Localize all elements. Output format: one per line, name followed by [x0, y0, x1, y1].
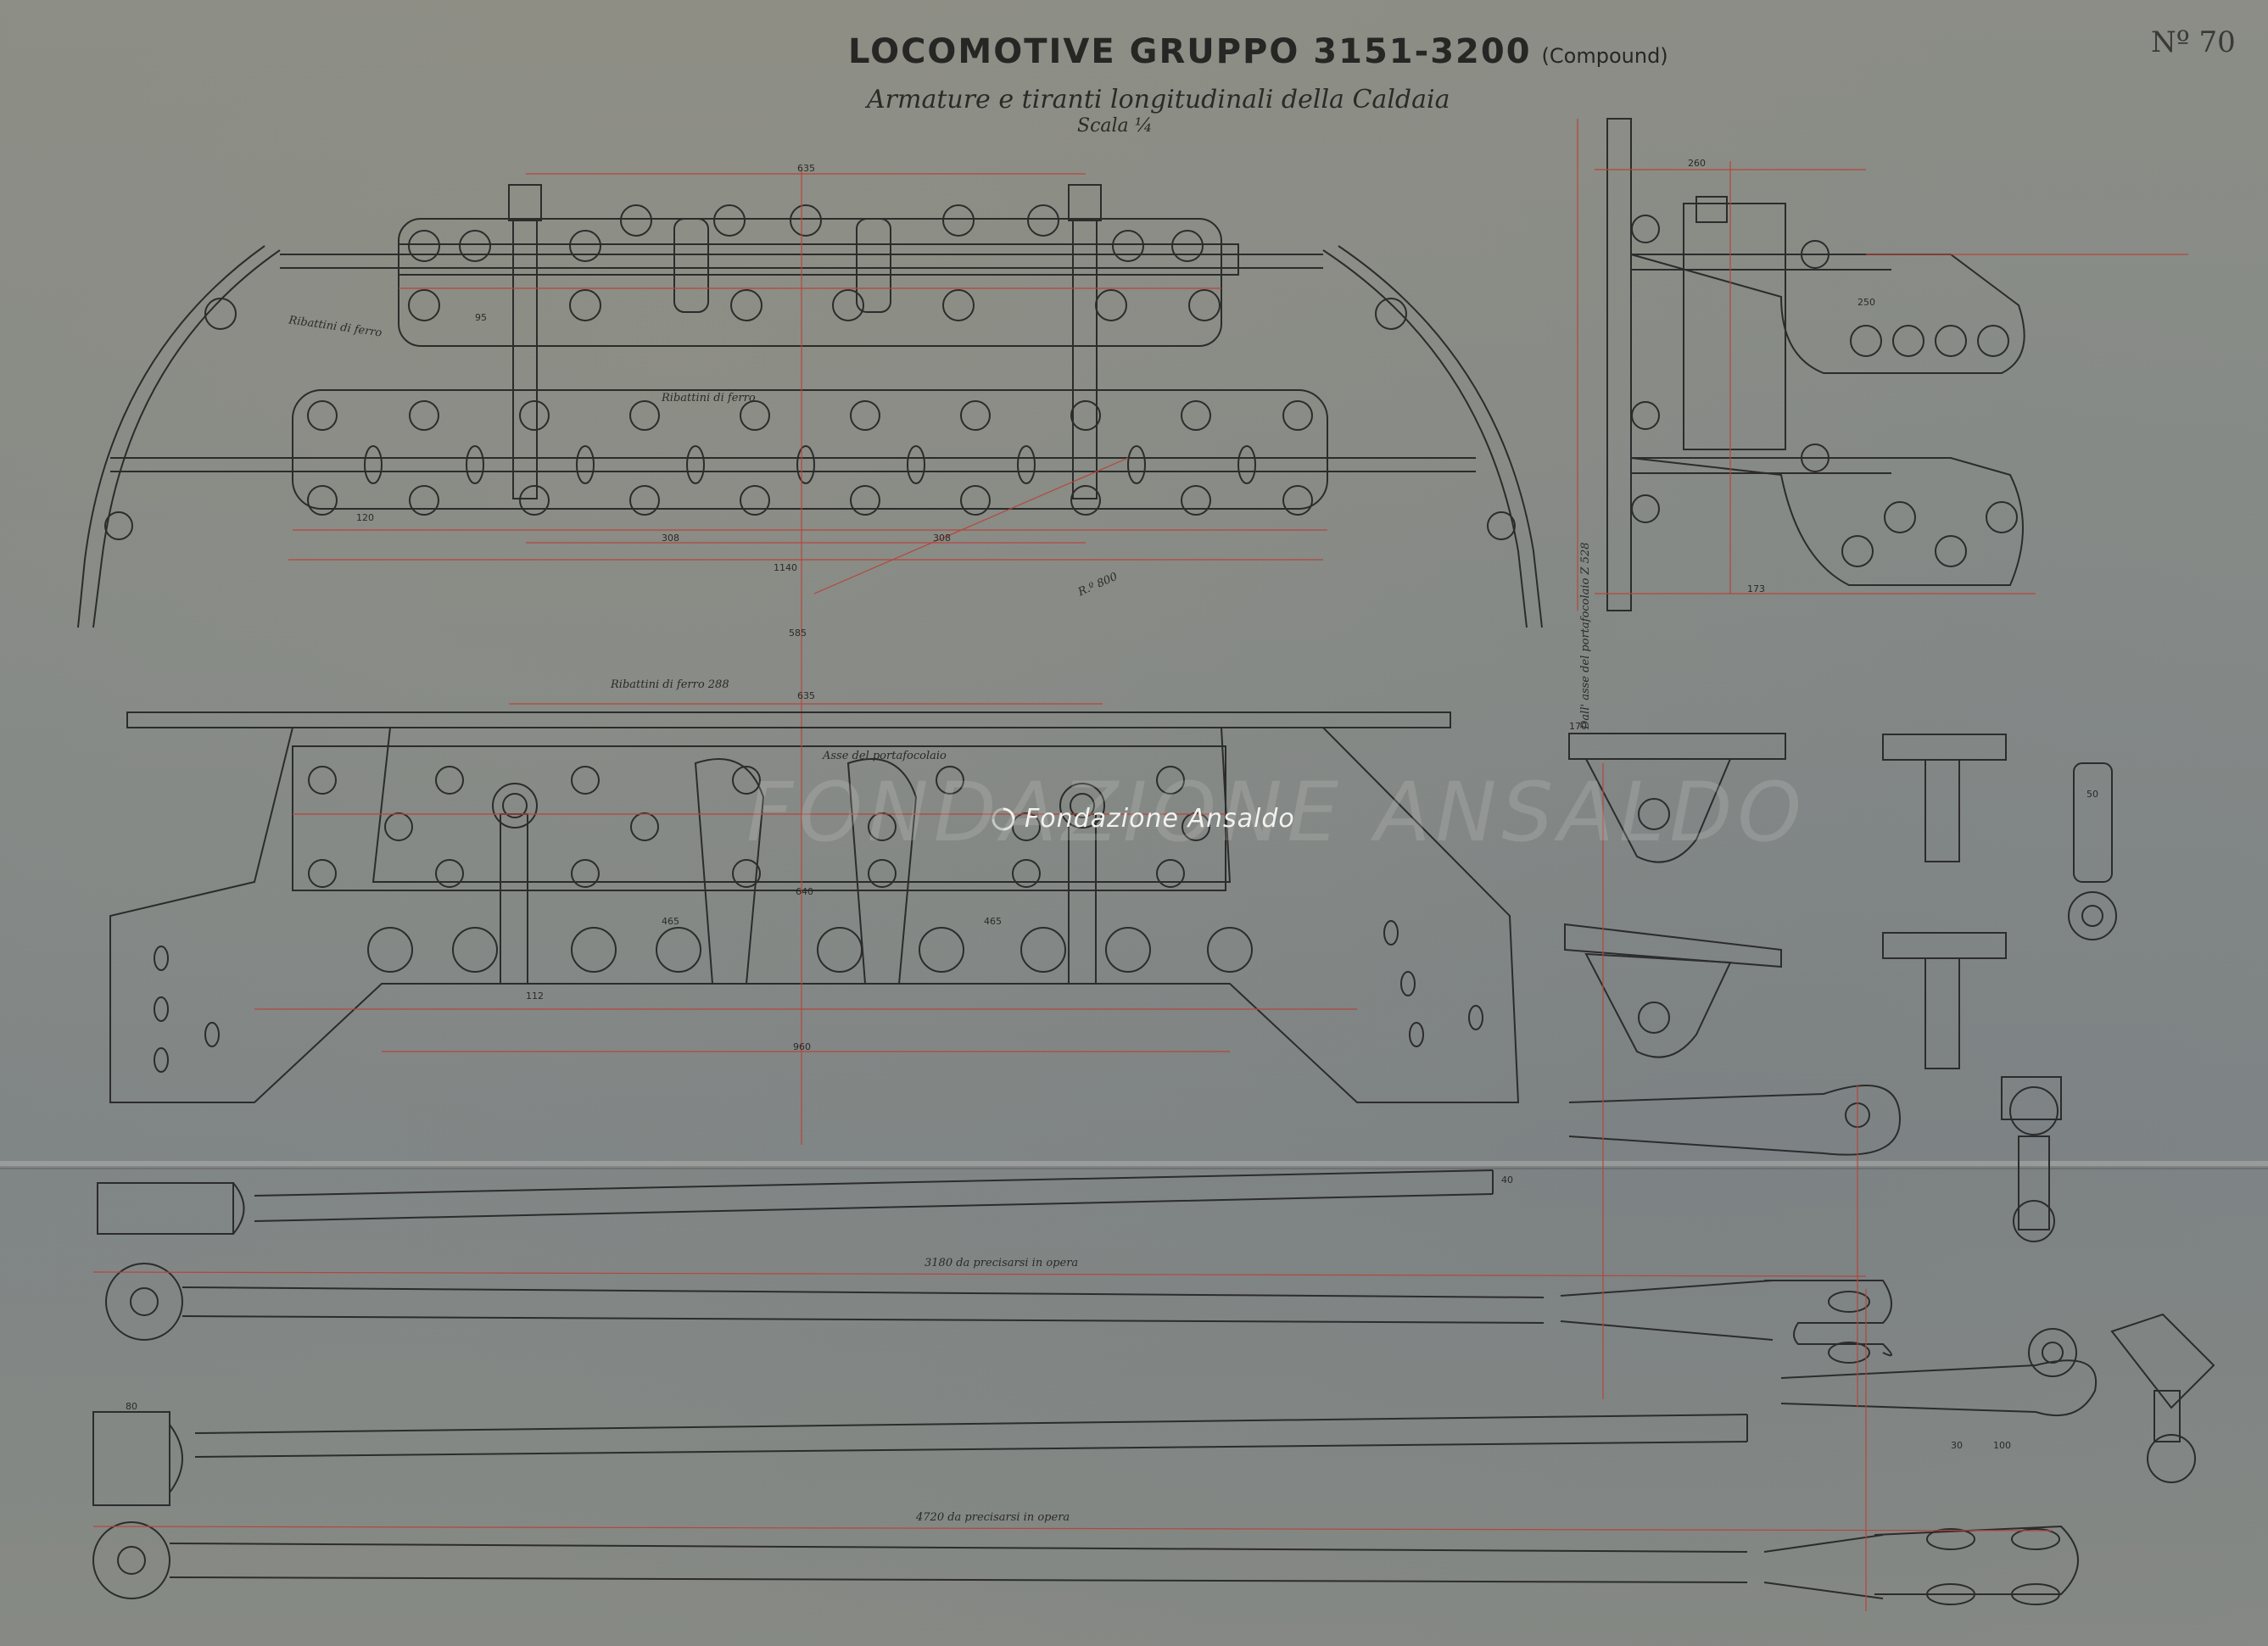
side-view-dimension-lines — [1577, 119, 2188, 611]
scale-label: Scala ¼ — [1077, 115, 1153, 137]
dim-635-top: 635 — [797, 163, 815, 174]
note-ribattini-2: Ribattini di ferro — [662, 392, 756, 405]
dim-250: 250 — [1857, 297, 1875, 308]
watermark: Fondazione Ansaldo — [991, 804, 1295, 834]
dim-50: 50 — [2086, 789, 2098, 800]
drawing-title-suffix: (Compound) — [1541, 44, 1668, 68]
detail-brackets — [1564, 733, 2117, 1242]
plan-view-holes-row1 — [408, 204, 1221, 321]
watermark-text: Fondazione Ansaldo — [1025, 804, 1295, 834]
note-ribattini-3: Ribattini di ferro 288 — [611, 678, 729, 691]
long-rods — [92, 1169, 2215, 1605]
dim-465-a: 465 — [662, 916, 679, 927]
dim-635-mid: 635 — [797, 690, 815, 701]
drawing-subtitle: Armature e tiranti longitudinali della C… — [867, 85, 1450, 114]
side-view-stays — [1606, 118, 2025, 611]
dim-465-b: 465 — [984, 916, 1002, 927]
dim-100: 100 — [1993, 1440, 2011, 1451]
dim-112: 112 — [526, 990, 544, 1002]
dim-30: 30 — [1951, 1440, 1963, 1451]
elevation-view-dimension-lines — [254, 703, 1357, 1145]
dim-1140: 1140 — [774, 562, 797, 573]
sheet-number: Nº 70 — [2151, 25, 2236, 59]
drawing-title-main: LOCOMOTIVE GRUPPO 3151-3200 — [848, 32, 1532, 71]
dim-40: 40 — [1501, 1175, 1513, 1186]
dim-308-a: 308 — [662, 533, 679, 544]
rod-dimension-lines — [92, 763, 2053, 1611]
plan-view-holes-row2 — [104, 298, 1516, 540]
dim-95: 95 — [475, 312, 487, 323]
dim-260: 260 — [1688, 158, 1706, 169]
ansaldo-logo-icon — [992, 807, 1015, 830]
dim-173: 173 — [1747, 583, 1765, 594]
note-rod-length-1: 3180 da precisarsi in opera — [925, 1257, 1079, 1269]
watermark-ghost-text: FONDAZIONE ANSALDO — [746, 765, 1807, 860]
dim-585: 585 — [789, 628, 807, 639]
dim-80: 80 — [126, 1401, 137, 1412]
note-axis: Asse del portafocolaio — [823, 750, 947, 762]
elevation-view-holes — [154, 758, 1483, 1073]
dim-308-b: 308 — [933, 533, 951, 544]
dim-170: 170 — [1569, 721, 1587, 732]
plan-view-dimension-lines — [288, 170, 1327, 738]
dim-120: 120 — [356, 512, 374, 523]
dim-640: 640 — [796, 886, 813, 897]
note-side: Dall' asse del portafocolaio Z 528 — [1579, 542, 1592, 729]
plan-view-stays — [77, 184, 1543, 628]
note-rod-length-2: 4720 da precisarsi in opera — [916, 1511, 1070, 1524]
drawing-title: LOCOMOTIVE GRUPPO 3151-3200 (Compound) — [848, 32, 1668, 71]
dim-960: 960 — [793, 1041, 811, 1052]
